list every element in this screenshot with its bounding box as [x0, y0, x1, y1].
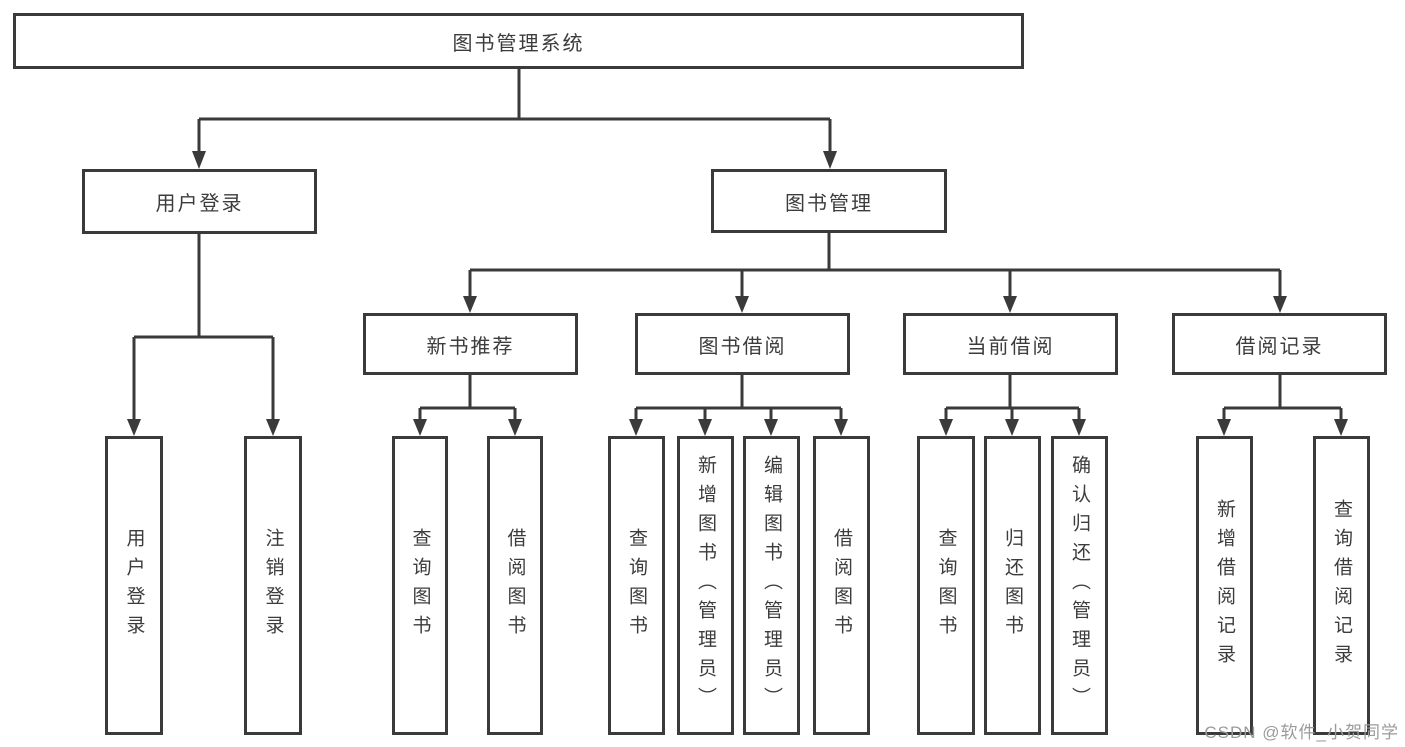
leaf-query-books-recommend: 查询图书: [392, 436, 448, 735]
node-label: 新书推荐: [426, 335, 515, 358]
leaf-query-borrow-record: 查询借阅记录: [1313, 436, 1370, 735]
node-label: 图书借阅: [698, 335, 787, 358]
node-new-book-recommend: 新书推荐: [363, 313, 578, 375]
node-label: 图书管理: [785, 192, 873, 215]
node-book-management: 图书管理: [711, 169, 947, 233]
leaf-return-books: 归还图书: [984, 436, 1041, 735]
leaf-label: 查询图书: [409, 527, 431, 644]
leaf-query-books-current: 查询图书: [917, 436, 975, 735]
leaf-label: 用户登录: [123, 527, 145, 644]
leaf-label: 查询图书: [626, 527, 647, 644]
node-user-login: 用户登录: [82, 169, 317, 234]
node-book-borrow: 图书借阅: [635, 313, 850, 375]
root-node: 图书管理系统: [13, 13, 1024, 69]
node-label: 借阅记录: [1235, 335, 1324, 358]
node-label: 当前借阅: [966, 335, 1055, 358]
leaf-label: 借阅图书: [504, 527, 526, 644]
leaf-label: 新增借阅记录: [1214, 498, 1235, 673]
leaf-confirm-return-admin: 确认归还（管理员）: [1051, 436, 1108, 735]
leaf-borrow-books: 借阅图书: [813, 436, 870, 735]
leaf-label: 查询借阅记录: [1331, 498, 1352, 673]
leaf-label: 注销登录: [262, 527, 284, 644]
node-current-borrow: 当前借阅: [903, 313, 1118, 375]
leaf-label: 编辑图书（管理员）: [761, 455, 782, 716]
leaf-edit-books-admin: 编辑图书（管理员）: [743, 436, 800, 735]
leaf-query-books-borrow: 查询图书: [608, 436, 665, 735]
leaf-label: 确认归还（管理员）: [1069, 455, 1090, 716]
leaf-label: 归还图书: [1002, 527, 1023, 644]
watermark: CSDN @软件_小贺同学: [1204, 723, 1399, 742]
leaf-add-borrow-record: 新增借阅记录: [1196, 436, 1253, 735]
leaf-label: 查询图书: [935, 527, 957, 644]
leaf-user-login: 用户登录: [105, 436, 163, 735]
node-borrow-records: 借阅记录: [1172, 313, 1387, 375]
leaf-borrow-books-recommend: 借阅图书: [487, 436, 543, 735]
node-label: 用户登录: [155, 193, 244, 215]
leaf-label: 借阅图书: [831, 527, 852, 644]
arrowheads: [127, 151, 1348, 436]
leaf-logout-login: 注销登录: [244, 436, 302, 735]
leaf-label: 新增图书（管理员）: [695, 455, 716, 716]
leaf-add-books-admin: 新增图书（管理员）: [677, 436, 734, 735]
root-node-label: 图书管理系统: [452, 32, 585, 55]
